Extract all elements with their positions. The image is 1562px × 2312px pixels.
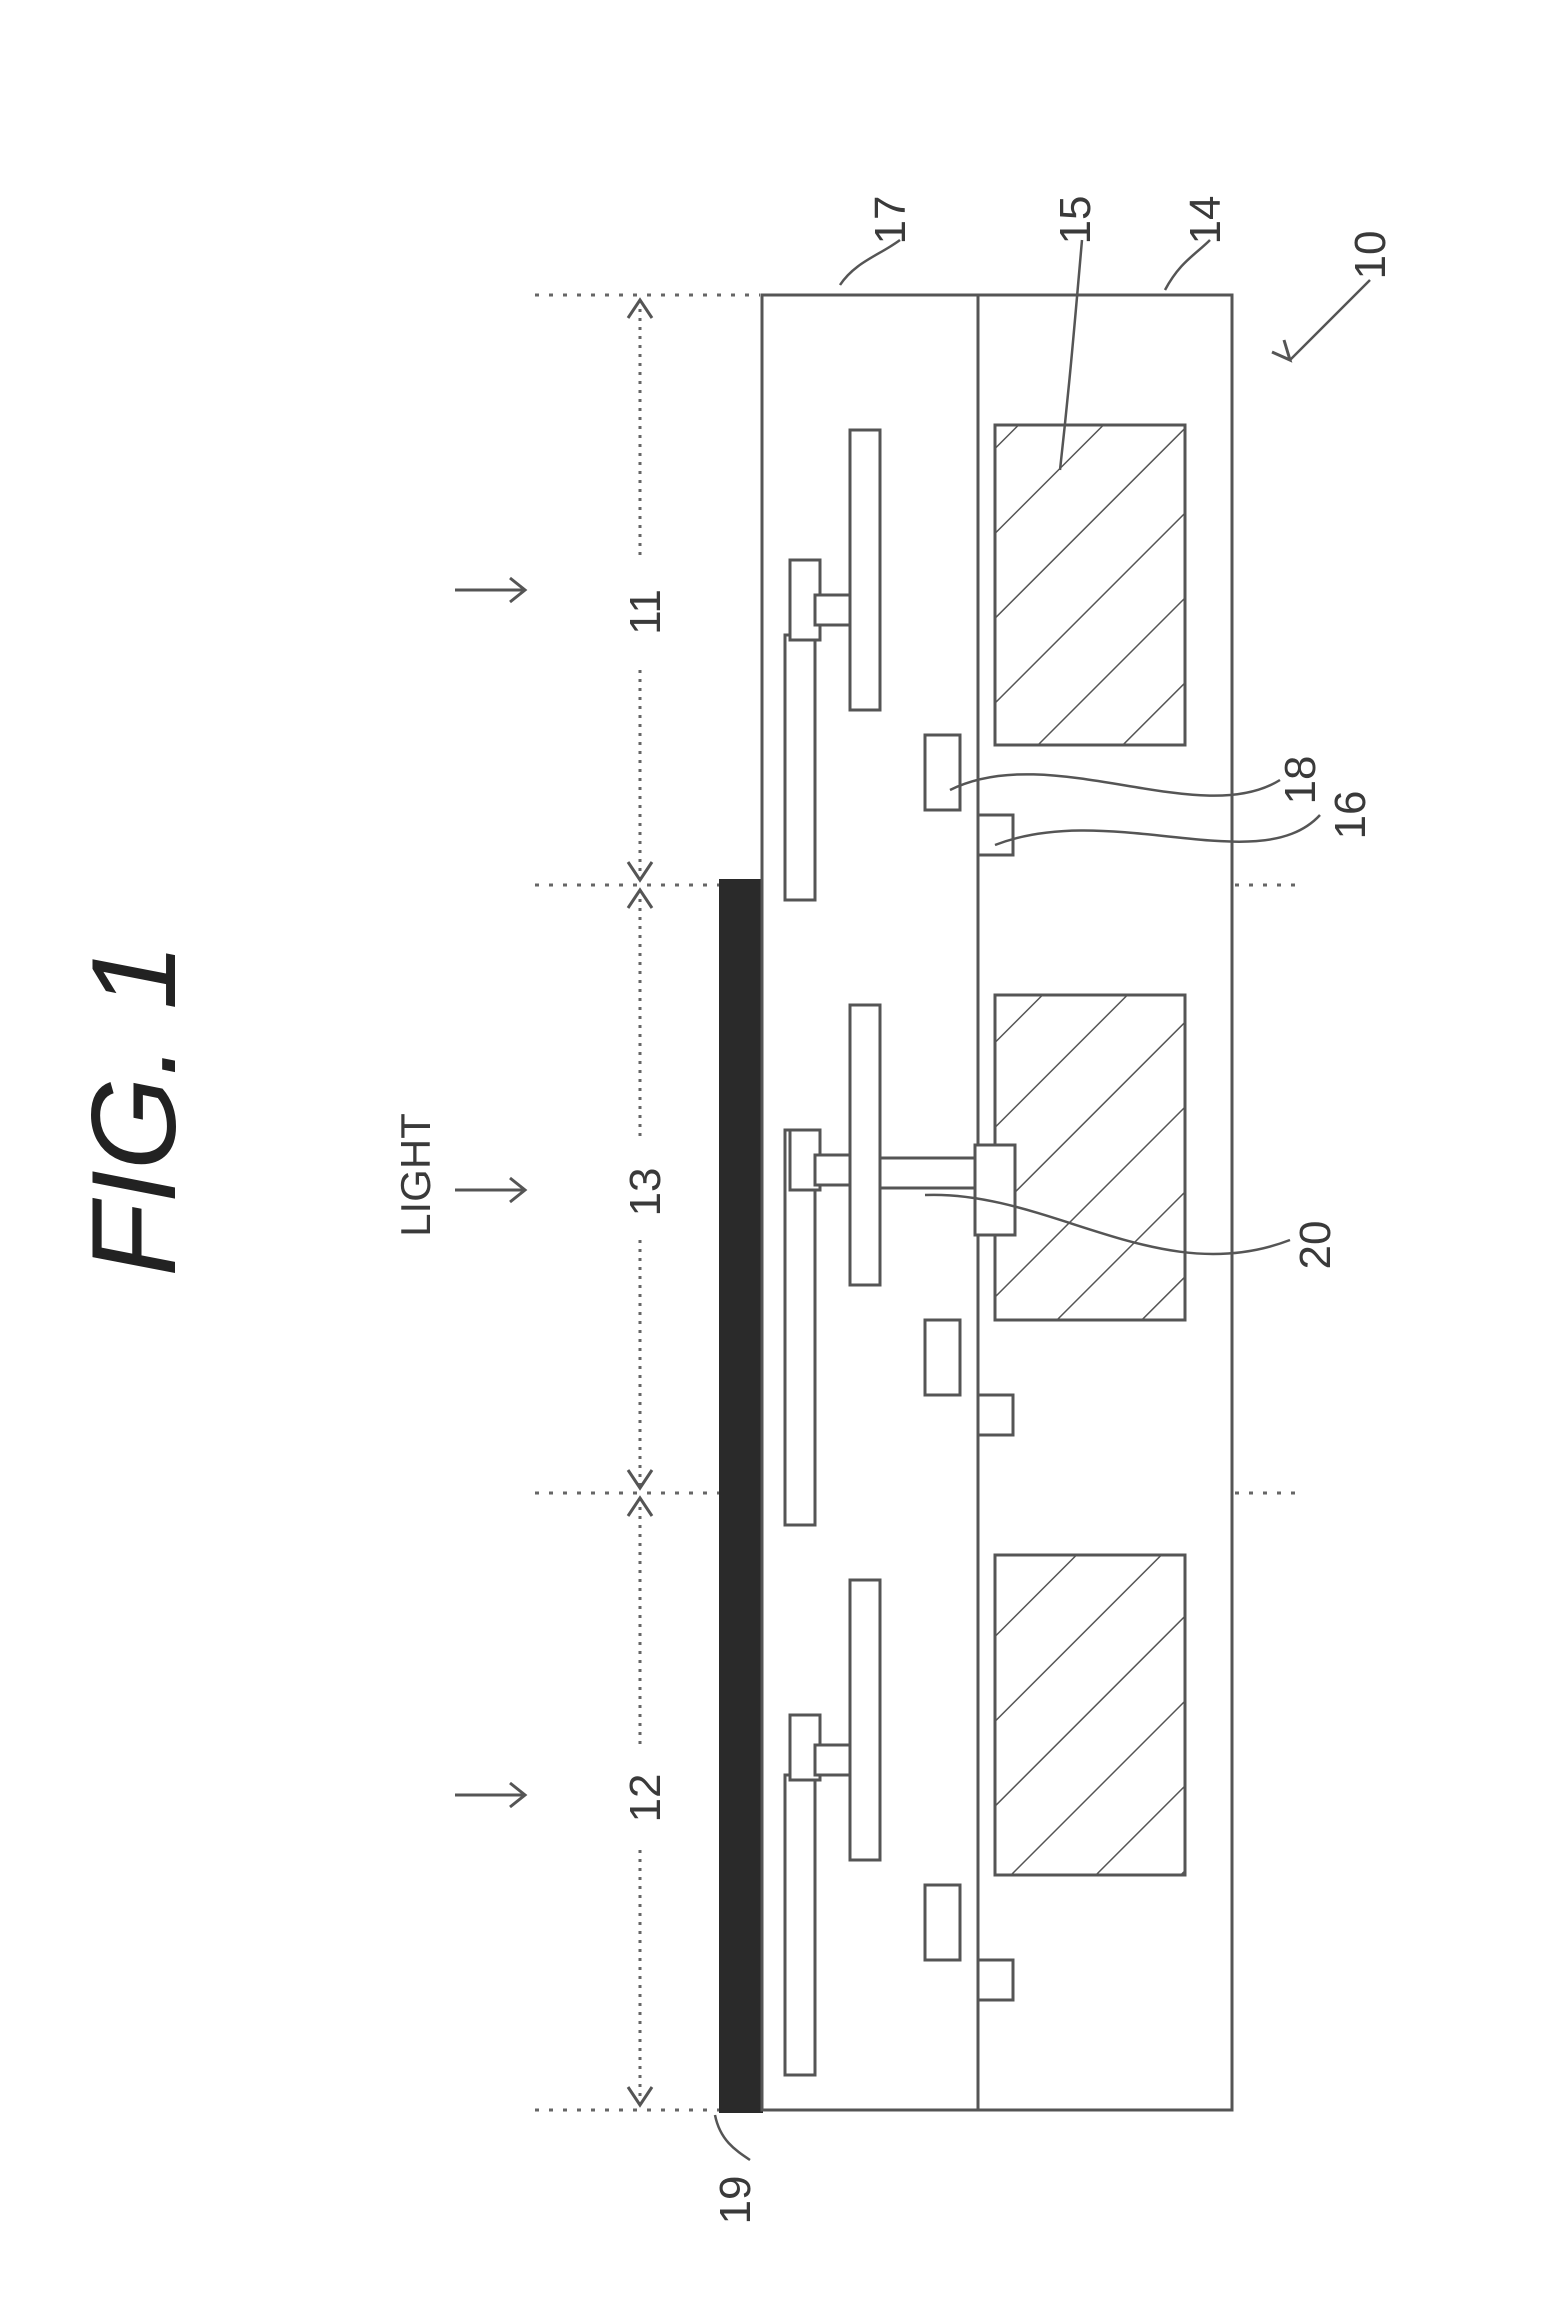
label-11: 11	[621, 589, 670, 635]
dim-13-arrow-bottom	[628, 1470, 652, 1488]
light-arrows	[455, 578, 525, 1807]
wiring-11-long	[785, 635, 815, 900]
leader-17	[840, 240, 900, 285]
wiring-11-upper	[850, 430, 880, 710]
label-10: 10	[1346, 231, 1395, 280]
leader-14	[1165, 240, 1210, 290]
wiring-13-upper	[850, 1005, 880, 1285]
label-14-text: 14	[1181, 196, 1230, 245]
label-18-text: 18	[1276, 756, 1325, 805]
via-20-pad	[975, 1145, 1015, 1235]
light-label: LIGHT	[392, 1113, 439, 1237]
wiring-12-upper	[850, 1580, 880, 1860]
element-16-region-12	[978, 1960, 1013, 2000]
element-18-region-11	[925, 735, 960, 810]
element-16-region-11	[978, 815, 1013, 855]
photodiodes	[995, 425, 1185, 1875]
label-17-text: 17	[866, 196, 915, 245]
label-11-text: 11	[621, 589, 670, 635]
figure-title: FIG. 1	[67, 943, 201, 1276]
wiring-12-long	[785, 1775, 815, 2075]
photodiode-3	[995, 1555, 1185, 1875]
label-20-text: 20	[1291, 1221, 1340, 1270]
label-13-text: 13	[621, 1168, 670, 1217]
label-18: 18	[1276, 756, 1325, 805]
label-12: 12	[621, 1774, 670, 1823]
element-18-region-13	[925, 1320, 960, 1395]
element-18-region-12	[925, 1885, 960, 1960]
label-17: 17	[866, 196, 915, 245]
label-15-text: 15	[1051, 196, 1100, 245]
light-shield-19	[720, 880, 762, 2112]
via-20-column	[880, 1158, 980, 1188]
label-19-text: 19	[711, 2176, 760, 2225]
label-13: 13	[621, 1168, 670, 1217]
photodiode-2	[995, 995, 1185, 1320]
label-19: 19	[711, 2176, 760, 2225]
label-15: 15	[1051, 196, 1100, 245]
label-16: 16	[1326, 791, 1375, 840]
label-16-text: 16	[1326, 791, 1375, 840]
figure-title-text: FIG. 1	[67, 943, 201, 1276]
light-label-text: LIGHT	[392, 1113, 439, 1237]
arrowhead-10	[1272, 340, 1290, 360]
photodiode-1	[995, 425, 1185, 745]
label-14: 14	[1181, 196, 1230, 245]
element-16-region-13	[978, 1395, 1013, 1435]
label-10-text: 10	[1346, 231, 1395, 280]
leader-19	[715, 2115, 750, 2160]
label-12-text: 12	[621, 1774, 670, 1823]
leader-10	[1290, 280, 1370, 360]
label-20: 20	[1291, 1221, 1340, 1270]
